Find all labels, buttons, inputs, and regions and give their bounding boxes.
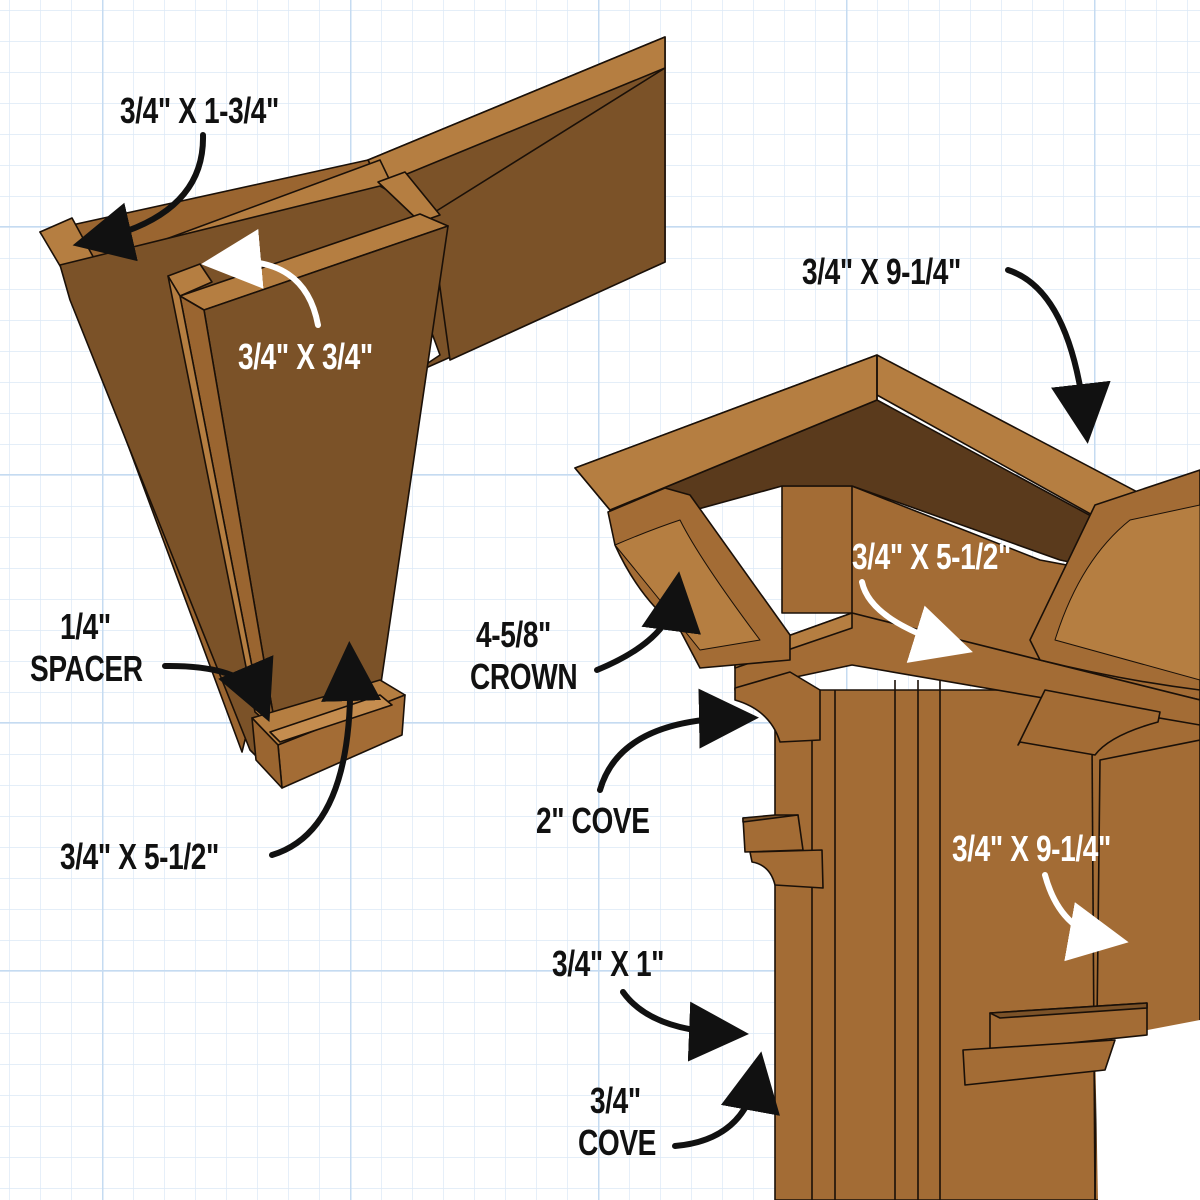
arrow-small-cove: [672, 1051, 780, 1149]
label-block: 3/4" X 1": [552, 943, 665, 984]
arrow-block: [620, 989, 749, 1062]
label-crown: CROWN: [470, 656, 578, 697]
label-column-face: 3/4" X 9-1/4": [952, 828, 1111, 869]
label-inner-strip: 3/4" X 3/4": [238, 336, 373, 377]
arrow-crown: [594, 571, 701, 673]
arrow-frieze: [859, 579, 973, 663]
label-2in-cove: 2" COVE: [536, 800, 650, 841]
small-cove-3-4: [749, 849, 824, 889]
arrow-face-board: [269, 641, 382, 858]
label-cap-board: 3/4" X 9-1/4": [802, 251, 961, 292]
label-crown-size: 4-5/8": [476, 614, 551, 655]
label-small-cove-size: 3/4": [590, 1080, 641, 1121]
label-small-cove: COVE: [578, 1122, 657, 1163]
label-face-board: 3/4" X 5-1/2": [60, 836, 219, 877]
label-frieze-board: 3/4" X 5-1/2": [852, 536, 1011, 577]
arrow-top-trim: [72, 132, 207, 262]
arrow-column-face: [1042, 872, 1129, 962]
label-spacer: SPACER: [30, 648, 143, 689]
label-spacer-size: 1/4": [60, 606, 111, 647]
arrow-spacer: [162, 655, 274, 723]
arrow-inner-strip: [201, 228, 321, 328]
right-2in-cove: [1017, 689, 1161, 756]
arrow-cap-board: [1005, 267, 1111, 444]
arrow-2in-cove: [597, 688, 759, 793]
label-top-trim: 3/4" X 1-3/4": [120, 90, 279, 131]
right-small-cove: [962, 1039, 1116, 1086]
